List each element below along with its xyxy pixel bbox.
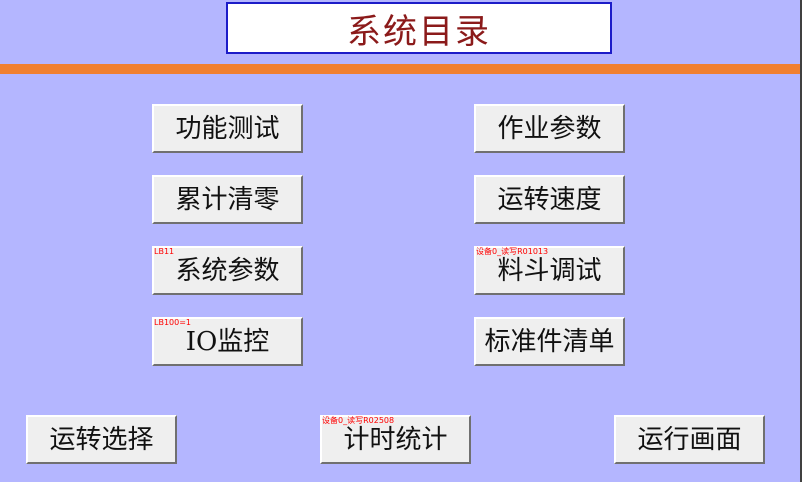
system-params-label: 系统参数 — [175, 255, 280, 286]
cumulative-reset-button[interactable]: 累计清零 — [152, 175, 303, 224]
system-params-tag: LB11 — [154, 247, 175, 256]
window-edge — [800, 0, 802, 482]
run-speed-label: 运转速度 — [497, 184, 602, 215]
run-screen-label: 运行画面 — [637, 424, 742, 455]
job-params-label: 作业参数 — [497, 113, 602, 144]
standard-clear-button[interactable]: 标准件清单 — [474, 317, 625, 366]
timer-stats-tag: 设备0_读写R02508 — [322, 416, 395, 425]
io-monitor-label: IO监控 — [185, 326, 270, 357]
job-params-button[interactable]: 作业参数 — [474, 104, 625, 153]
timer-stats-button[interactable]: 设备0_读写R02508 计时统计 — [320, 415, 471, 464]
io-monitor-button[interactable]: LB100=1 IO监控 — [152, 317, 303, 366]
function-test-label: 功能测试 — [175, 113, 280, 144]
io-monitor-tag: LB100=1 — [154, 318, 192, 327]
run-screen-button[interactable]: 运行画面 — [614, 415, 765, 464]
hopper-debug-button[interactable]: 设备0_读写R01013 料斗调试 — [474, 246, 625, 295]
hopper-debug-label: 料斗调试 — [497, 255, 602, 286]
run-speed-button[interactable]: 运转速度 — [474, 175, 625, 224]
cumulative-reset-label: 累计清零 — [175, 184, 280, 215]
standard-clear-label: 标准件清单 — [484, 326, 615, 357]
function-test-button[interactable]: 功能测试 — [152, 104, 303, 153]
run-select-button[interactable]: 运转选择 — [26, 415, 177, 464]
system-params-button[interactable]: LB11 系统参数 — [152, 246, 303, 295]
hopper-debug-tag: 设备0_读写R01013 — [476, 247, 549, 256]
timer-stats-label: 计时统计 — [343, 424, 448, 455]
title-box: 系统目录 — [226, 2, 612, 54]
run-select-label: 运转选择 — [49, 424, 154, 455]
header-divider — [0, 64, 802, 74]
page-title: 系统目录 — [347, 11, 491, 52]
